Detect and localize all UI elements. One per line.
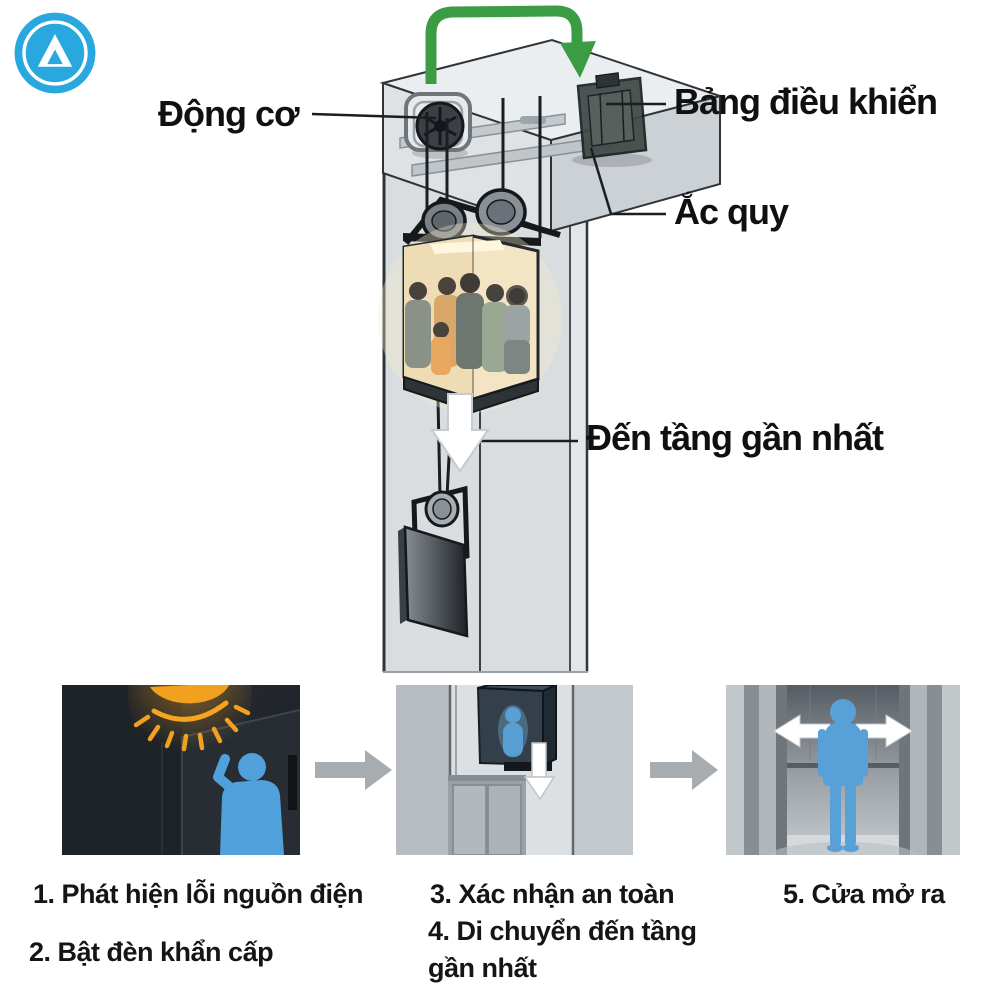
- triangle-a-logo-icon: [14, 12, 96, 94]
- counterweight: [398, 485, 470, 638]
- down-arrow-icon: [523, 742, 556, 801]
- step-arrow-2: [650, 750, 718, 790]
- descend-arrow-icon: [430, 393, 490, 473]
- brand-logo: [12, 10, 98, 96]
- caption-step-5: 5. Cửa mở ra: [783, 879, 945, 909]
- elevator-car: [378, 223, 562, 414]
- green-arrow-icon: [425, 5, 596, 84]
- motor-icon: [404, 92, 472, 159]
- caption-step-4: 4. Di chuyển đến tầng gần nhất: [428, 916, 697, 984]
- label-battery: Ắc quy: [674, 191, 789, 232]
- step-panel-1: [62, 685, 300, 855]
- step-arrow-1: [315, 750, 392, 790]
- caption-step-1: 1. Phát hiện lỗi nguồn điện: [33, 879, 364, 909]
- person-exiting-icon: [818, 699, 868, 852]
- step-panel-2: [396, 685, 633, 855]
- caption-step-3: 3. Xác nhận an toàn: [430, 879, 675, 909]
- passengers: [405, 273, 530, 375]
- caption-step-2: 2. Bật đèn khẩn cấp: [29, 937, 274, 967]
- step-flow-arrows: [315, 750, 718, 790]
- label-motor: Động cơ: [158, 93, 300, 134]
- person-calling-icon: [213, 753, 284, 855]
- step-panel-3: [726, 685, 960, 855]
- label-control-panel: Bảng điều khiển: [674, 81, 938, 122]
- label-nearest-floor: Đến tầng gần nhất: [586, 417, 884, 458]
- landing-doors-icon: [448, 775, 526, 855]
- emergency-light-icon: [128, 685, 252, 757]
- label-lines: [311, 102, 666, 443]
